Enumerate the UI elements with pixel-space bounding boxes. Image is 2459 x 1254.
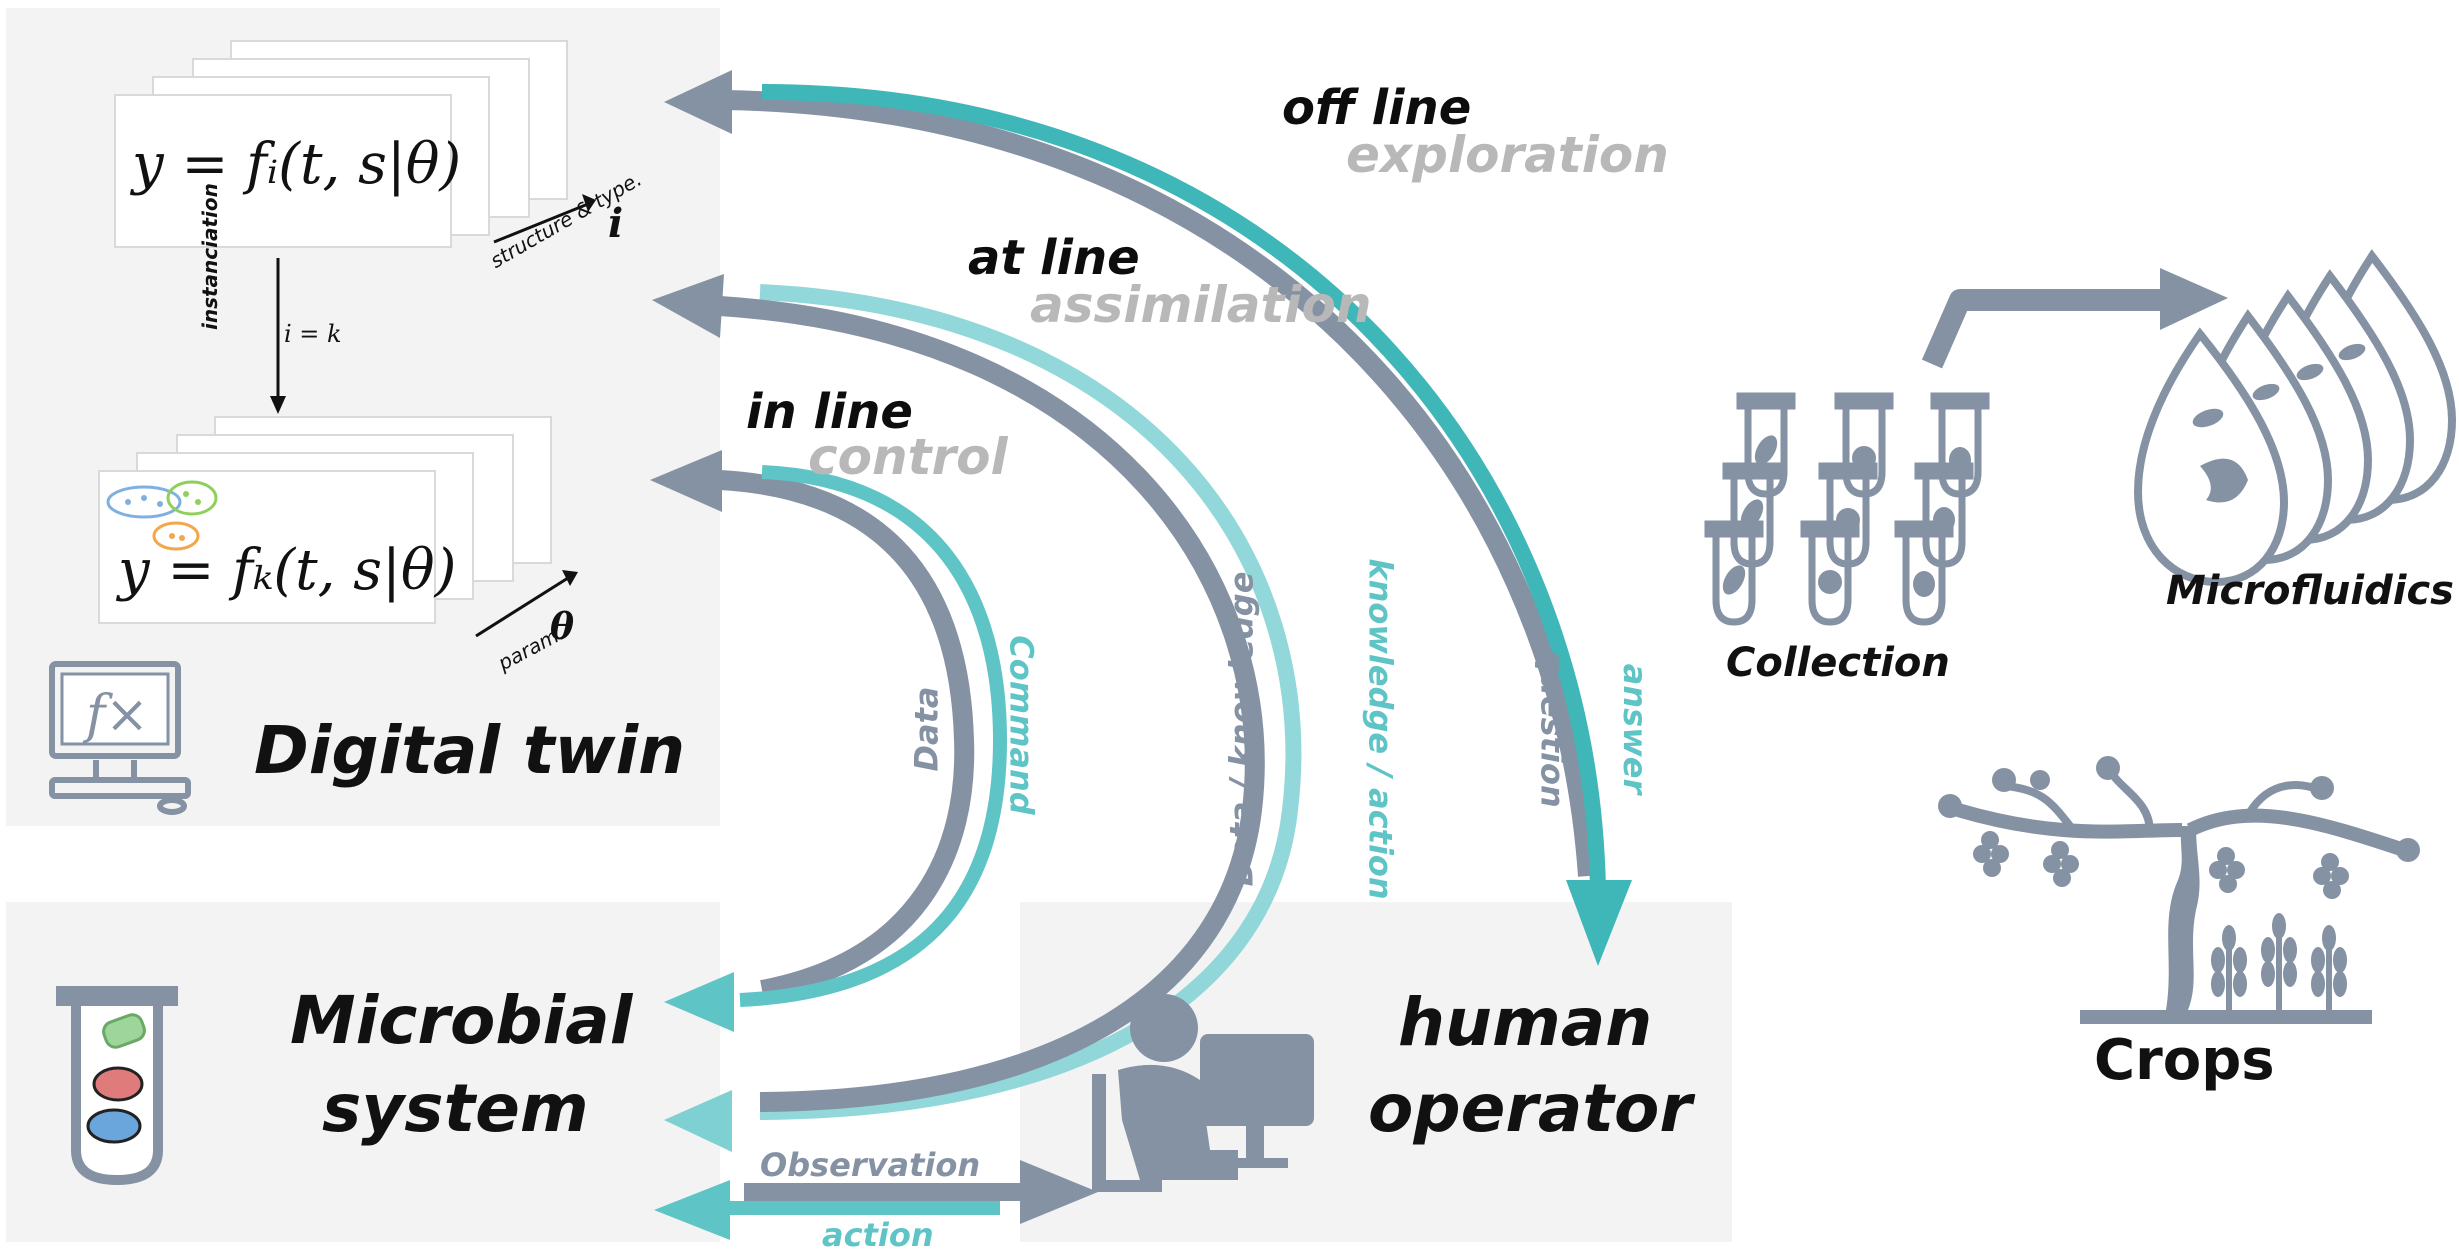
data-label: Data (907, 686, 946, 772)
assimilation-label: assimilation (1030, 276, 1372, 334)
person-at-computer-icon (1092, 994, 1314, 1192)
control-label: control (808, 428, 1008, 486)
vine-and-wheat-icon (1938, 756, 2420, 1024)
param-arrow (475, 570, 578, 638)
knowledge-action-label: knowledge / action (1361, 558, 1400, 900)
crops-label: Crops (2094, 1028, 2275, 1093)
structure-symbol: i (608, 200, 624, 247)
fx-glyph: f× (82, 685, 149, 745)
model-card-front-k (98, 470, 436, 624)
digital-twin-title: Digital twin (254, 712, 686, 789)
atline-label: at line (968, 230, 1140, 286)
action-arrow (654, 1180, 1000, 1240)
offline-teal-arrow (761, 84, 1632, 966)
droplet-microbes (2192, 343, 2366, 503)
param-symbol: θ (550, 606, 575, 648)
monitor-fx-icon (49, 661, 191, 815)
question-label: question (1533, 650, 1572, 808)
microfluidics-label: Microfluidics (2166, 568, 2454, 614)
microbial-title-line2: system (322, 1070, 589, 1147)
offline-gray-arrow (664, 70, 1598, 877)
data-knowledge-label: Data / knowledge (1222, 571, 1261, 887)
atline-teal-arrow (759, 284, 1302, 1120)
atline-gray-arrow (652, 274, 1265, 1112)
test-tube-microbes-icon (56, 986, 178, 1186)
answer-label: answer (1616, 663, 1655, 795)
operator-title-line1: human (1398, 984, 1653, 1061)
tube-microbes (1722, 435, 1971, 597)
observation-label: Observation (760, 1146, 981, 1184)
collection-to-microfluidics-arrow (1921, 268, 2228, 369)
model-card-front-i (114, 94, 452, 248)
inline-gray-arrow (650, 450, 975, 1000)
formula-family: y = fᵢ(t, s|θ) (132, 132, 462, 197)
offline-label: off line (1282, 80, 1472, 136)
collection-label: Collection (1726, 640, 1950, 686)
inline-teal-arrow (664, 465, 1008, 1032)
network-glyph-icon (106, 480, 218, 551)
structure-arrow (493, 194, 596, 244)
atline-teal-head (664, 1090, 732, 1152)
operator-title-line2: operator (1368, 1070, 1692, 1147)
test-tubes-grid-icon (1704, 392, 1990, 626)
i-equals-k-label: i = k (284, 320, 342, 348)
observation-arrow (744, 1160, 1098, 1224)
instanciation-arrow (270, 258, 286, 414)
inline-label: in line (746, 384, 913, 440)
action-label: action (822, 1216, 934, 1254)
exploration-label: exploration (1346, 126, 1669, 184)
microbial-title-line1: Microbial (290, 982, 633, 1059)
command-label: Command (1002, 635, 1041, 815)
